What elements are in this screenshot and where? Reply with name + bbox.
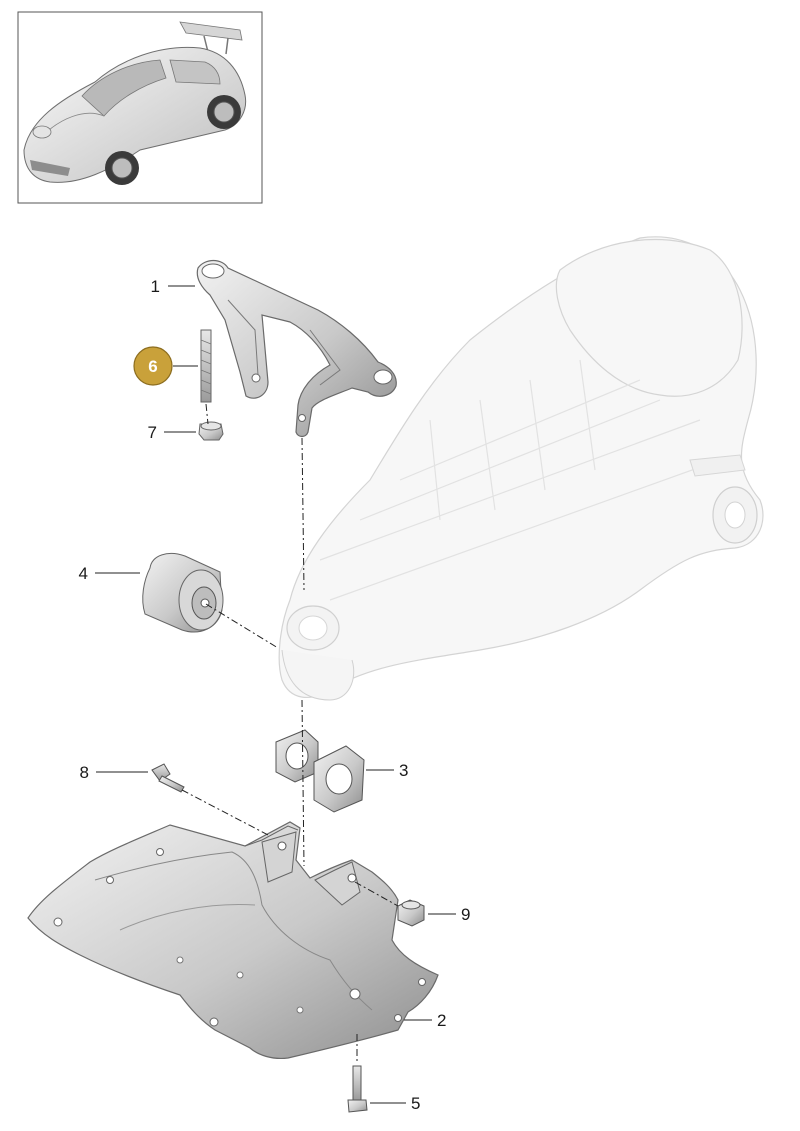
callout-label-7: 7 [148, 423, 157, 442]
callout-1[interactable]: 1 [151, 277, 195, 296]
callout-label-1: 1 [151, 277, 160, 296]
car-thumbnail [17, 11, 263, 204]
callout-label-5: 5 [411, 1094, 420, 1113]
nut-part-7 [198, 421, 224, 441]
callout-2[interactable]: 2 [404, 1011, 446, 1030]
callout-7[interactable]: 7 [148, 423, 196, 442]
highlight-badge [133, 346, 173, 386]
callout-3[interactable]: 3 [366, 761, 408, 780]
bracket-part-1 [196, 259, 397, 438]
spacer-plates-part-3 [275, 729, 365, 813]
bolt-part-5 [347, 1065, 368, 1113]
callout-9[interactable]: 9 [428, 905, 470, 924]
callout-label-3: 3 [399, 761, 408, 780]
callout-label-9: 9 [461, 905, 470, 924]
mount-bushing-part-4 [142, 553, 224, 633]
callout-8[interactable]: 8 [80, 763, 148, 782]
callout-6[interactable]: 6 [133, 346, 198, 386]
cross-member-part-2 [27, 821, 439, 1060]
car-icon [23, 21, 247, 185]
nut-part-9 [397, 899, 425, 927]
transmission-ghost [278, 236, 764, 701]
callout-5[interactable]: 5 [370, 1094, 420, 1113]
callout-4[interactable]: 4 [79, 564, 140, 583]
callout-label-6: 6 [148, 357, 157, 376]
stud-part-6 [200, 329, 212, 403]
assembly-lines [181, 403, 399, 1064]
bolt-part-8 [151, 763, 185, 793]
callout-label-8: 8 [80, 763, 89, 782]
callout-label-4: 4 [79, 564, 88, 583]
callout-label-2: 2 [437, 1011, 446, 1030]
